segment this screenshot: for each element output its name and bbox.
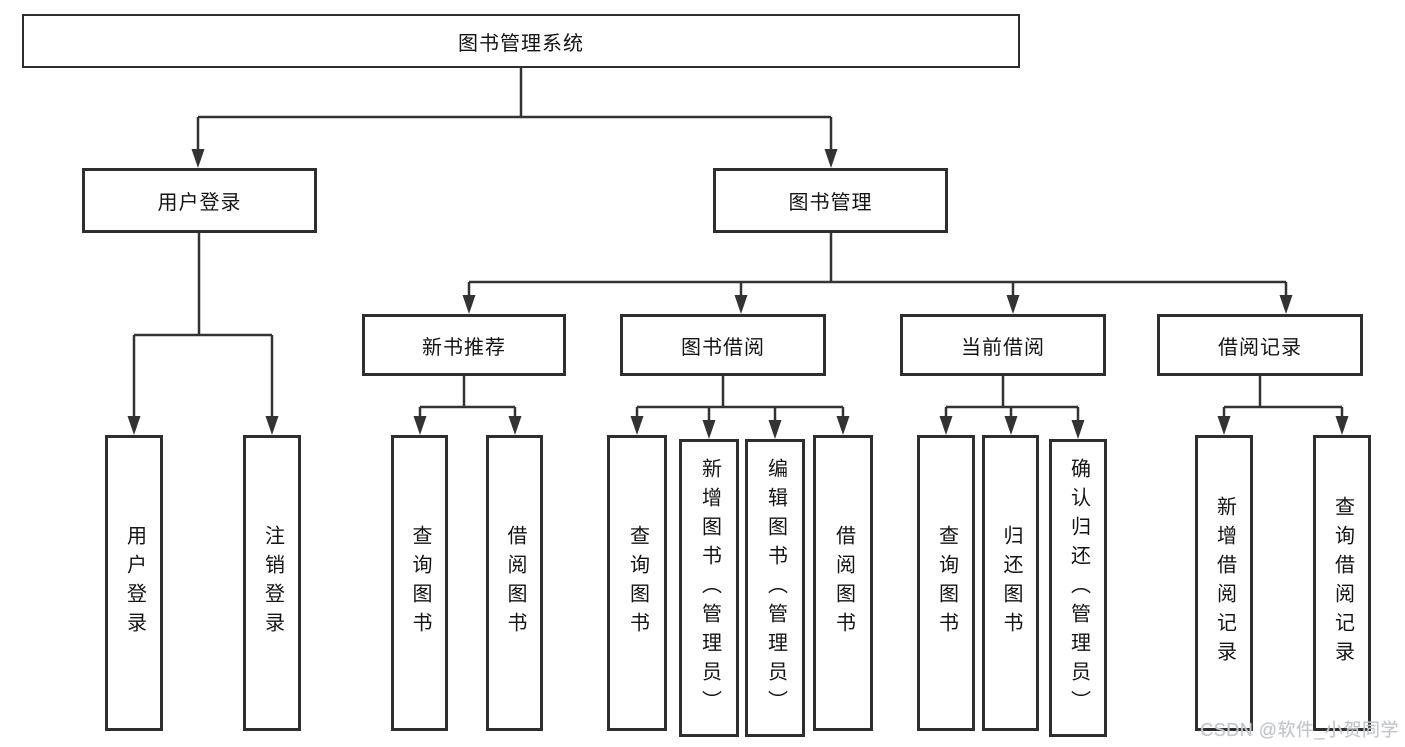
node-label: 新增借阅记录 <box>1213 496 1236 670</box>
node-label: 查询图书 <box>935 525 958 641</box>
node-label: 用户登录 <box>157 192 242 214</box>
node-label: 查询图书 <box>626 525 649 641</box>
node-label: 借阅图书 <box>832 525 855 641</box>
node-borrowing-records: 借阅记录 <box>1157 314 1363 376</box>
node-library-management-system: 图书管理系统 <box>22 14 1020 68</box>
node-label: 查询图书 <box>409 525 431 641</box>
leaf-edit-books-admin: 编辑图书（管理员） <box>745 439 805 737</box>
node-label: 新书推荐 <box>422 336 506 359</box>
leaf-logout: 注销登录 <box>243 435 301 731</box>
node-label: 借阅记录 <box>1218 336 1302 359</box>
node-label: 注销登录 <box>261 525 284 641</box>
node-label: 借阅图书 <box>504 525 526 641</box>
leaf-confirm-return-admin: 确认归还（管理员） <box>1049 439 1107 737</box>
node-label: 新增图书（管理员） <box>698 457 721 719</box>
leaf-borrow-books-newrec: 借阅图书 <box>486 435 543 731</box>
node-label: 编辑图书（管理员） <box>764 457 787 719</box>
leaf-add-books-admin: 新增图书（管理员） <box>679 439 739 737</box>
leaf-query-books-borrow: 查询图书 <box>607 435 667 731</box>
leaf-user-login: 用户登录 <box>105 435 163 731</box>
node-label: 图书借阅 <box>681 336 765 359</box>
node-label: 图书管理 <box>788 192 873 214</box>
arrowheads <box>127 149 1349 439</box>
node-current-borrowing: 当前借阅 <box>900 314 1106 376</box>
node-label: 当前借阅 <box>961 336 1045 359</box>
leaf-query-books-current: 查询图书 <box>917 435 975 731</box>
node-label: 归还图书 <box>1000 525 1022 641</box>
leaf-borrow-books: 借阅图书 <box>813 435 873 731</box>
node-new-book-recommendation: 新书推荐 <box>362 314 566 376</box>
node-label: 图书管理系统 <box>458 32 584 55</box>
leaf-query-borrow-record: 查询借阅记录 <box>1313 435 1371 731</box>
node-user-login: 用户登录 <box>82 168 317 233</box>
leaf-return-books: 归还图书 <box>982 435 1039 731</box>
leaf-add-borrow-record: 新增借阅记录 <box>1195 435 1253 731</box>
node-label: 查询借阅记录 <box>1331 496 1354 670</box>
leaf-query-books-newrec: 查询图书 <box>391 435 448 731</box>
node-book-borrowing: 图书借阅 <box>620 314 826 376</box>
node-book-management: 图书管理 <box>713 168 948 233</box>
node-label: 确认归还（管理员） <box>1067 457 1090 719</box>
csdn-watermark: CSDN @软件_小贺同学 <box>1200 720 1399 740</box>
node-label: 用户登录 <box>123 525 146 641</box>
